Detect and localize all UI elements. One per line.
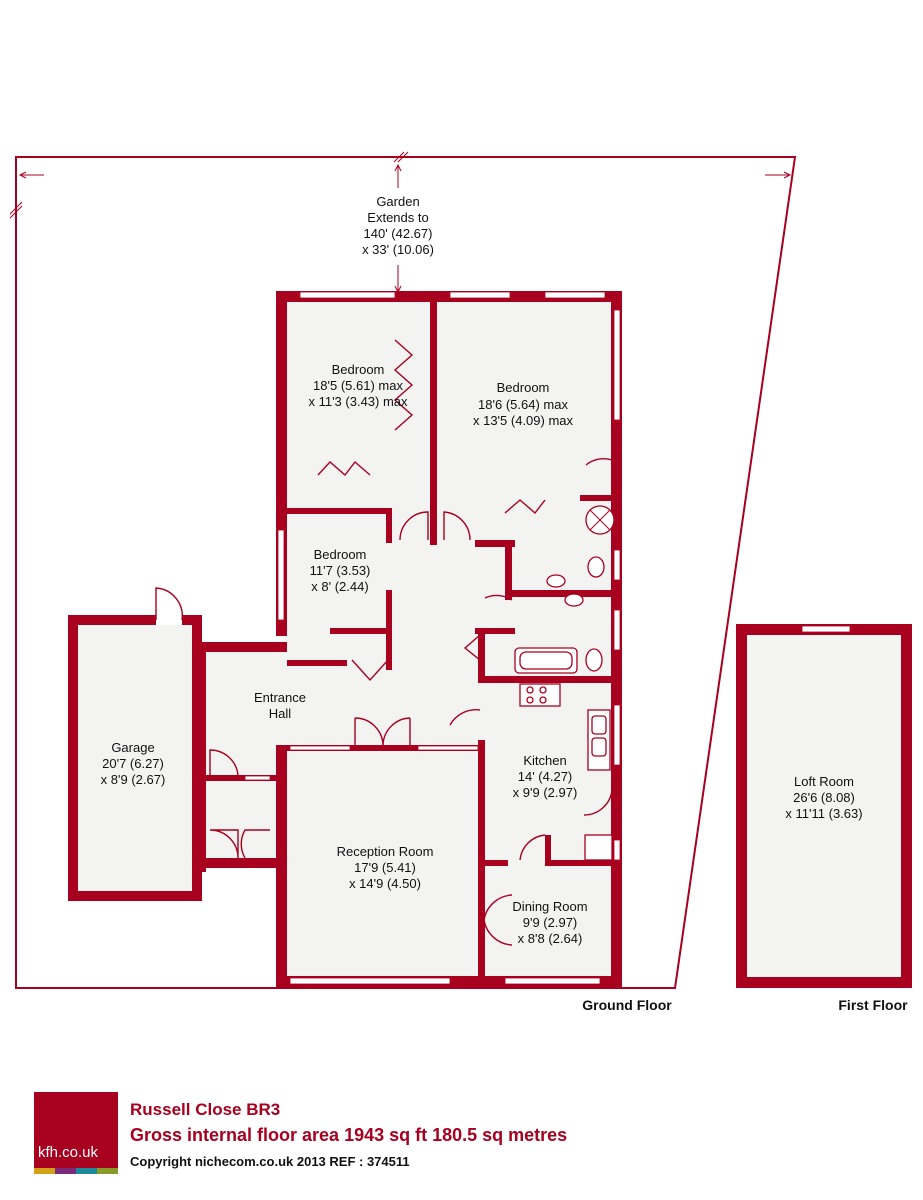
garage-dim: x 8'9 (2.67) (101, 772, 166, 787)
logo-bar-segment (55, 1168, 76, 1174)
kfh-logo: kfh.co.uk (34, 1092, 118, 1174)
house-walls (196, 291, 622, 988)
kitchen-name: Kitchen (523, 753, 566, 768)
logo-bar-segment (34, 1168, 55, 1174)
footer: kfh.co.uk Russell Close BR3 Gross intern… (34, 1092, 894, 1182)
first-floor-label: First Floor (838, 997, 908, 1013)
loft-room-dim: x 11'11 (3.63) (785, 806, 862, 821)
entrance-hall-name: Entrance (254, 690, 306, 705)
loft-room-dim: 26'6 (8.08) (793, 790, 855, 805)
reception-room-dim: 17'9 (5.41) (354, 860, 416, 875)
kitchen-dim: x 9'9 (2.97) (513, 785, 578, 800)
logo-text: kfh.co.uk (38, 1144, 99, 1161)
bedroom-3-dim: 11'7 (3.53) (310, 563, 371, 578)
bedroom-1-dim: x 11'3 (3.43) max (308, 394, 408, 409)
bedroom-2-dim: 18'6 (5.64) max (478, 397, 568, 412)
dining-room-name: Dining Room (512, 899, 587, 914)
bedroom-3-name: Bedroom (314, 547, 367, 562)
loft-walls (736, 624, 912, 988)
garden-size: x 33' (10.06) (362, 242, 434, 257)
entrance-hall-name: Hall (269, 706, 292, 721)
garden-label: Garden (376, 194, 419, 209)
loft-room-name: Loft Room (794, 774, 854, 789)
property-title: Russell Close BR3 (130, 1100, 281, 1119)
bedroom-1-dim: 18'5 (5.61) max (313, 378, 403, 393)
fixtures (514, 505, 615, 861)
bedroom-1-name: Bedroom (332, 362, 385, 377)
dining-room-dim: 9'9 (2.97) (523, 915, 578, 930)
bedroom-3-dim: x 8' (2.44) (311, 579, 368, 594)
logo-color-bar (34, 1168, 118, 1174)
dining-room-dim: x 8'8 (2.64) (518, 931, 583, 946)
garage-dim: 20'7 (6.27) (102, 756, 164, 771)
bedroom-2-name: Bedroom (497, 380, 550, 395)
floor-areas (78, 300, 904, 980)
garden-label: Extends to (367, 210, 428, 225)
garden-size: 140' (42.67) (364, 226, 433, 241)
doors (209, 339, 613, 946)
reception-room-name: Reception Room (337, 844, 434, 859)
logo-bar-segment (76, 1168, 97, 1174)
bedroom-2-dim: x 13'5 (4.09) max (473, 413, 574, 428)
floor-plan: Garden Extends to 140' (42.67) x 33' (10… (9, 151, 912, 1013)
internal-walls (206, 300, 613, 980)
garage-name: Garage (111, 740, 154, 755)
reception-room-dim: x 14'9 (4.50) (349, 876, 421, 891)
kitchen-dim: 14' (4.27) (518, 769, 573, 784)
copyright: Copyright nichecom.co.uk 2013 REF : 3745… (130, 1154, 410, 1169)
logo-bar-segment (97, 1168, 118, 1174)
floor-area: Gross internal floor area 1943 sq ft 180… (130, 1125, 568, 1145)
ground-floor-label: Ground Floor (582, 997, 672, 1013)
